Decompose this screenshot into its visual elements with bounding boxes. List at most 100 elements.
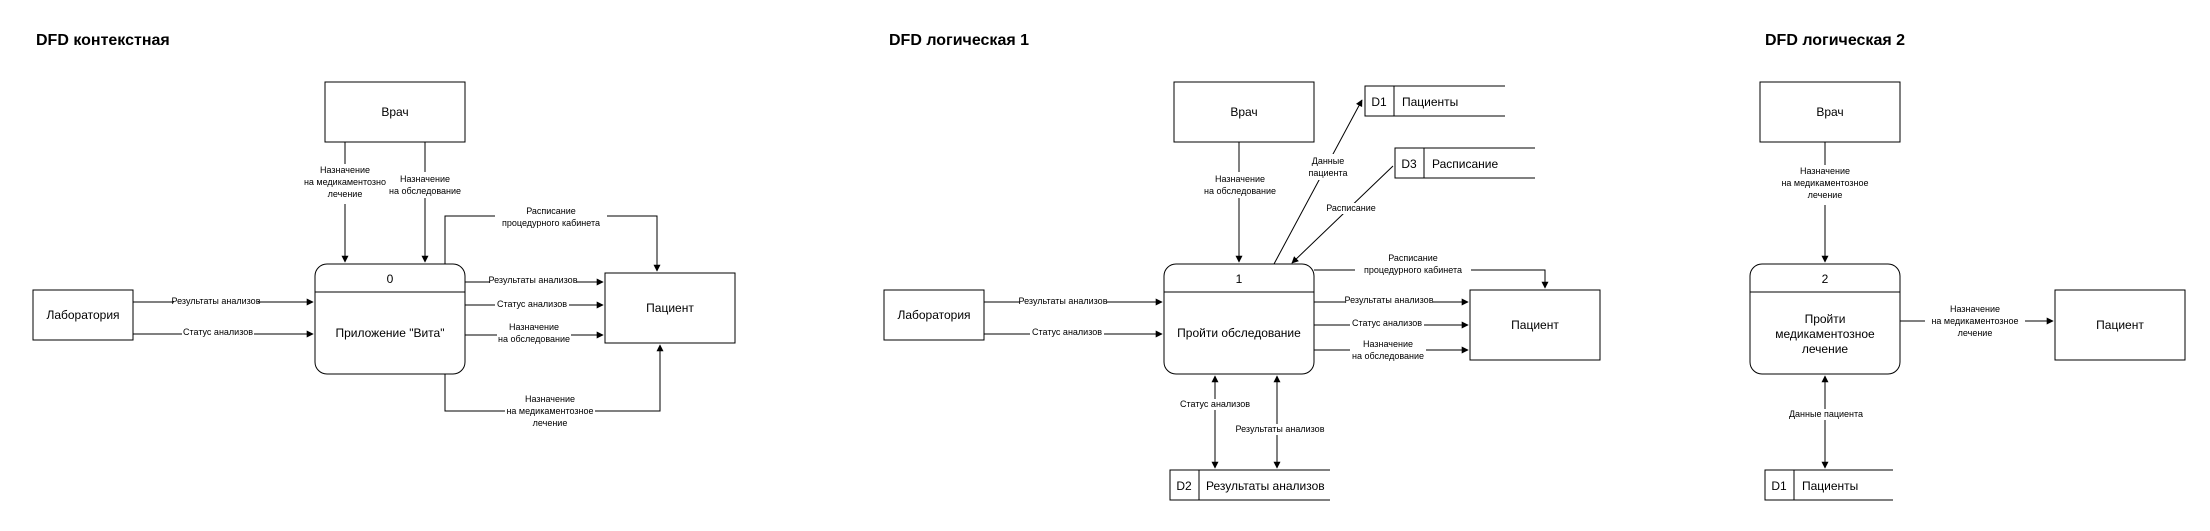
store-d2[interactable]: D2 Результаты анализов: [1169, 469, 1330, 501]
flow-label: Статус анализов: [1180, 399, 1250, 409]
process-name: Приложение "Вита": [336, 326, 445, 340]
diagram-logical-2: DFD логическая 2 Врач Пациент 2 Пройти м…: [1749, 32, 2186, 501]
process-name: медикаментозное: [1775, 327, 1875, 341]
flow-label: на медикаментозно: [304, 177, 386, 187]
flow-label: Назначение: [509, 322, 559, 332]
entity-label: Лаборатория: [46, 308, 119, 322]
store-d1[interactable]: D1 Пациенты: [1764, 469, 1893, 501]
flow-label: процедурного кабинета: [1364, 265, 1462, 275]
process-number: 2: [1822, 272, 1829, 286]
flow-doctor-exam: Назначение на обследование: [389, 142, 462, 263]
store-id: D1: [1771, 479, 1787, 493]
store-name: Пациенты: [1402, 95, 1458, 109]
entity-patient[interactable]: Пациент: [2054, 289, 2186, 361]
process-0[interactable]: 0 Приложение "Вита": [314, 263, 466, 375]
flow-label: лечение: [328, 189, 363, 199]
flow-label: Данные: [1312, 156, 1345, 166]
flow-out-results: Результаты анализов: [1314, 295, 1469, 306]
process-name: лечение: [1802, 342, 1849, 356]
process-name: Пройти обследование: [1177, 326, 1301, 340]
flow-label: Результаты анализов: [1019, 296, 1108, 306]
flow-label: на медикаментозное: [1931, 316, 2018, 326]
flow-label: на медикаментозное: [506, 406, 593, 416]
flow-label: лечение: [1808, 190, 1843, 200]
flow-schedule: Расписание: [1291, 165, 1394, 264]
flow-out-status: Статус анализов: [1314, 318, 1469, 329]
flow-label: лечение: [1958, 328, 1993, 338]
store-id: D1: [1371, 95, 1387, 109]
flow-label: Статус анализов: [497, 299, 567, 309]
flow-out-exam: Назначение на обследование: [465, 320, 604, 346]
flow-out-schedule: Расписание процедурного кабинета: [1314, 251, 1549, 289]
flow-out-status: Статус анализов: [465, 299, 604, 310]
process-2[interactable]: 2 Пройти медикаментозное лечение: [1749, 263, 1901, 375]
diagram-logical-1: DFD логическая 1 Врач Лаборатория Пациен…: [883, 32, 1601, 501]
entity-lab[interactable]: Лаборатория: [883, 289, 985, 341]
store-id: D2: [1176, 479, 1192, 493]
store-name: Расписание: [1432, 157, 1498, 171]
flow-label: Назначение: [400, 174, 450, 184]
flow-label: Назначение: [525, 394, 575, 404]
flow-label: на обследование: [389, 186, 461, 196]
flow-label: на обследование: [1352, 351, 1424, 361]
flow-d2-results: Результаты анализов: [1236, 375, 1325, 469]
flow-out-treatment: Назначение на медикаментозное лечение: [444, 344, 664, 433]
store-d3[interactable]: D3 Расписание: [1394, 147, 1535, 179]
entity-label: Врач: [1816, 105, 1843, 119]
flow-doctor-treatment: Назначение на медикаментозно лечение: [304, 142, 386, 263]
entity-doctor[interactable]: Врач: [324, 81, 466, 143]
flow-label: Назначение: [1363, 339, 1413, 349]
entity-doctor[interactable]: Врач: [1173, 81, 1315, 143]
flow-label: Назначение: [1950, 304, 2000, 314]
flow-doctor-treatment: Назначение на медикаментозное лечение: [1775, 142, 1875, 263]
store-name: Результаты анализов: [1206, 479, 1325, 493]
flow-label: Данные пациента: [1789, 409, 1863, 419]
entity-doctor[interactable]: Врач: [1759, 81, 1901, 143]
flow-label: пациента: [1308, 168, 1347, 178]
flow-label: Назначение: [1215, 174, 1265, 184]
flow-out-results: Результаты анализов: [465, 275, 604, 286]
flow-out-exam: Назначение на обследование: [1314, 337, 1469, 363]
flow-label: лечение: [533, 418, 568, 428]
flow-label: Расписание: [1388, 253, 1438, 263]
flow-label: Статус анализов: [1352, 318, 1422, 328]
entity-label: Пациент: [1511, 318, 1559, 332]
entity-label: Пациент: [2096, 318, 2144, 332]
entity-label: Врач: [1230, 105, 1257, 119]
flow-d2-status: Статус анализов: [1178, 375, 1252, 469]
process-number: 0: [387, 272, 394, 286]
process-name: Пройти: [1805, 312, 1846, 326]
flow-label: Результаты анализов: [1345, 295, 1434, 305]
process-1[interactable]: 1 Пройти обследование: [1163, 263, 1315, 375]
store-name: Пациенты: [1802, 479, 1858, 493]
flow-label: Результаты анализов: [489, 275, 578, 285]
flow-label: на медикаментозное: [1781, 178, 1868, 188]
flow-label: на обследование: [1204, 186, 1276, 196]
flow-label: Результаты анализов: [1236, 424, 1325, 434]
flow-schedule: Расписание процедурного кабинета: [444, 205, 661, 272]
flow-doctor-exam: Назначение на обследование: [1200, 142, 1280, 263]
entity-label: Пациент: [646, 301, 694, 315]
entity-lab[interactable]: Лаборатория: [32, 289, 134, 341]
process-number: 1: [1236, 272, 1243, 286]
store-d1[interactable]: D1 Пациенты: [1364, 85, 1505, 117]
flow-label: Назначение: [320, 165, 370, 175]
flow-lab-status: Статус анализов: [133, 327, 314, 338]
flow-label: Расписание: [1326, 203, 1376, 213]
flow-patient-data: Данные пациента: [1273, 99, 1363, 265]
entity-patient[interactable]: Пациент: [1469, 289, 1601, 361]
flow-lab-status: Статус анализов: [984, 327, 1163, 338]
flow-label: Статус анализов: [1032, 327, 1102, 337]
flow-label: Статус анализов: [183, 327, 253, 337]
flow-lab-results: Результаты анализов: [133, 296, 314, 307]
entity-label: Лаборатория: [897, 308, 970, 322]
flow-lab-results: Результаты анализов: [984, 296, 1163, 307]
flow-out-treatment: Назначение на медикаментозное лечение: [1900, 303, 2054, 343]
entity-label: Врач: [381, 105, 408, 119]
entity-patient[interactable]: Пациент: [604, 272, 736, 344]
diagram-context: DFD контекстная Врач Лаборатория Пациент…: [32, 32, 736, 433]
flow-label: Расписание: [526, 206, 576, 216]
diagram-title: DFD логическая 1: [889, 32, 1029, 49]
diagram-title: DFD контекстная: [36, 32, 170, 49]
